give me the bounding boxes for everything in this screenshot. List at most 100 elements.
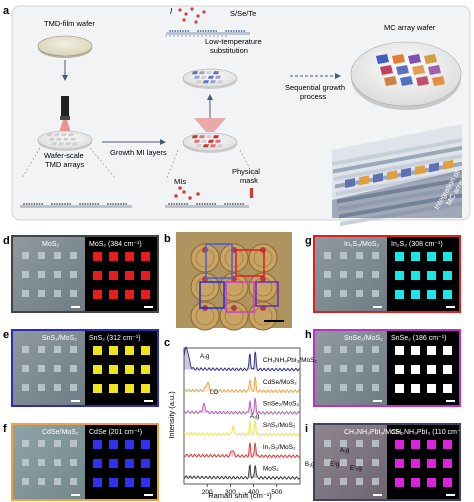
array-cell: [209, 80, 216, 84]
substituted-strip: [166, 30, 250, 35]
scale-bar-optical: [71, 400, 80, 402]
raman-cell: [427, 290, 436, 299]
optical-cell: [324, 346, 331, 353]
optical-cell: [70, 384, 77, 391]
optical-cell: [38, 252, 45, 259]
raman-cell: [395, 384, 404, 393]
series-label: MoS₂: [263, 465, 279, 472]
atom: [122, 203, 125, 205]
raman-cell: [141, 271, 150, 280]
raman-label-d: MoS₂ (384 cm⁻¹): [89, 241, 142, 248]
optical-cell: [340, 384, 347, 391]
array-cell: [212, 135, 219, 139]
raman-cell: [141, 365, 150, 374]
array-cell: [57, 142, 64, 146]
atom: [237, 203, 239, 205]
raman-cell: [93, 252, 102, 261]
label-mis: MIs: [174, 177, 186, 186]
optical-cell: [356, 384, 363, 391]
mc-cell: [376, 54, 389, 64]
layer: [337, 177, 462, 204]
coin: [219, 272, 249, 302]
optical-cell: [356, 252, 363, 259]
array-cell: [50, 142, 57, 146]
panel-d-letter: d: [3, 235, 10, 247]
atom: [197, 30, 199, 32]
coin: [219, 243, 249, 273]
atom: [207, 30, 210, 32]
optical-cell: [356, 365, 363, 372]
chart-xlabel: Raman shift (cm⁻¹): [208, 491, 272, 500]
box-blue-top: [205, 243, 233, 279]
atom: [86, 203, 89, 205]
optical-cell: [38, 290, 45, 297]
optical-cell: [22, 271, 29, 278]
raman-cell: [109, 478, 118, 487]
x-tick-label: 500: [271, 489, 282, 496]
panel-a-letter: a: [3, 5, 10, 17]
raman-cell: [141, 459, 150, 468]
array-cell: [48, 137, 55, 141]
scale-bar-optical: [373, 400, 382, 402]
coin: [248, 301, 278, 331]
series-label: CH₃NH₃PbI₃/MoS₂: [263, 357, 318, 364]
raman-cell: [141, 440, 150, 449]
atom: [79, 203, 81, 205]
atom: [114, 203, 117, 205]
optical-cell: [38, 346, 45, 353]
series-fill: [184, 419, 300, 436]
atom: [84, 203, 87, 205]
panel-f-letter: f: [3, 423, 7, 435]
atom: [234, 203, 237, 205]
box-red: [235, 249, 265, 277]
atom: [33, 203, 36, 205]
tmd-array-grid: [46, 133, 78, 146]
x-tick-label: 300: [225, 489, 236, 496]
coin: [190, 301, 220, 331]
atom: [225, 30, 227, 32]
raman-cell: [141, 346, 150, 355]
mc-cell: [400, 76, 413, 86]
array-cell: [198, 135, 205, 139]
label-growth-mi: Growth MI layers: [110, 148, 167, 157]
optical-cell: [372, 440, 379, 447]
atom: [117, 203, 120, 205]
series-line: [183, 419, 300, 437]
atom: [238, 30, 240, 32]
array-cell: [62, 137, 69, 141]
raman-cell: [427, 365, 436, 374]
optical-cell: [54, 271, 61, 278]
label-mask: mask: [240, 176, 258, 185]
raman-cell: [427, 440, 436, 449]
optical-cell: [54, 346, 61, 353]
optical-cell: [38, 440, 45, 447]
coin-emblem: [260, 276, 266, 282]
optical-cell: [372, 384, 379, 391]
raman-chart: CH₃NH₃PbI₃/MoS₂CdSe/MoS₂SnSe₂/MoS₂SnS₂/M…: [183, 346, 362, 496]
optical-cell: [340, 365, 347, 372]
optical-cell: [372, 346, 379, 353]
optical-cell: [324, 459, 331, 466]
optical-cell: [70, 290, 77, 297]
array-cell: [60, 133, 67, 137]
integration-3d: [332, 138, 462, 226]
optical-cell: [22, 346, 29, 353]
raman-cell: [443, 478, 452, 487]
atom: [112, 203, 115, 205]
coin-wafers: [190, 243, 278, 331]
substrate: [20, 205, 132, 208]
mi-array-grid: [191, 135, 223, 148]
peak-annotation: A₁g: [340, 448, 349, 454]
atom: [184, 30, 187, 32]
raman-cell: [109, 346, 118, 355]
substituted-array-grid: [191, 71, 223, 84]
atom: [196, 203, 198, 205]
optical-cell: [54, 459, 61, 466]
raman-cell: [411, 365, 420, 374]
chalcogen-atom: [190, 7, 194, 11]
optical-cell: [356, 440, 363, 447]
